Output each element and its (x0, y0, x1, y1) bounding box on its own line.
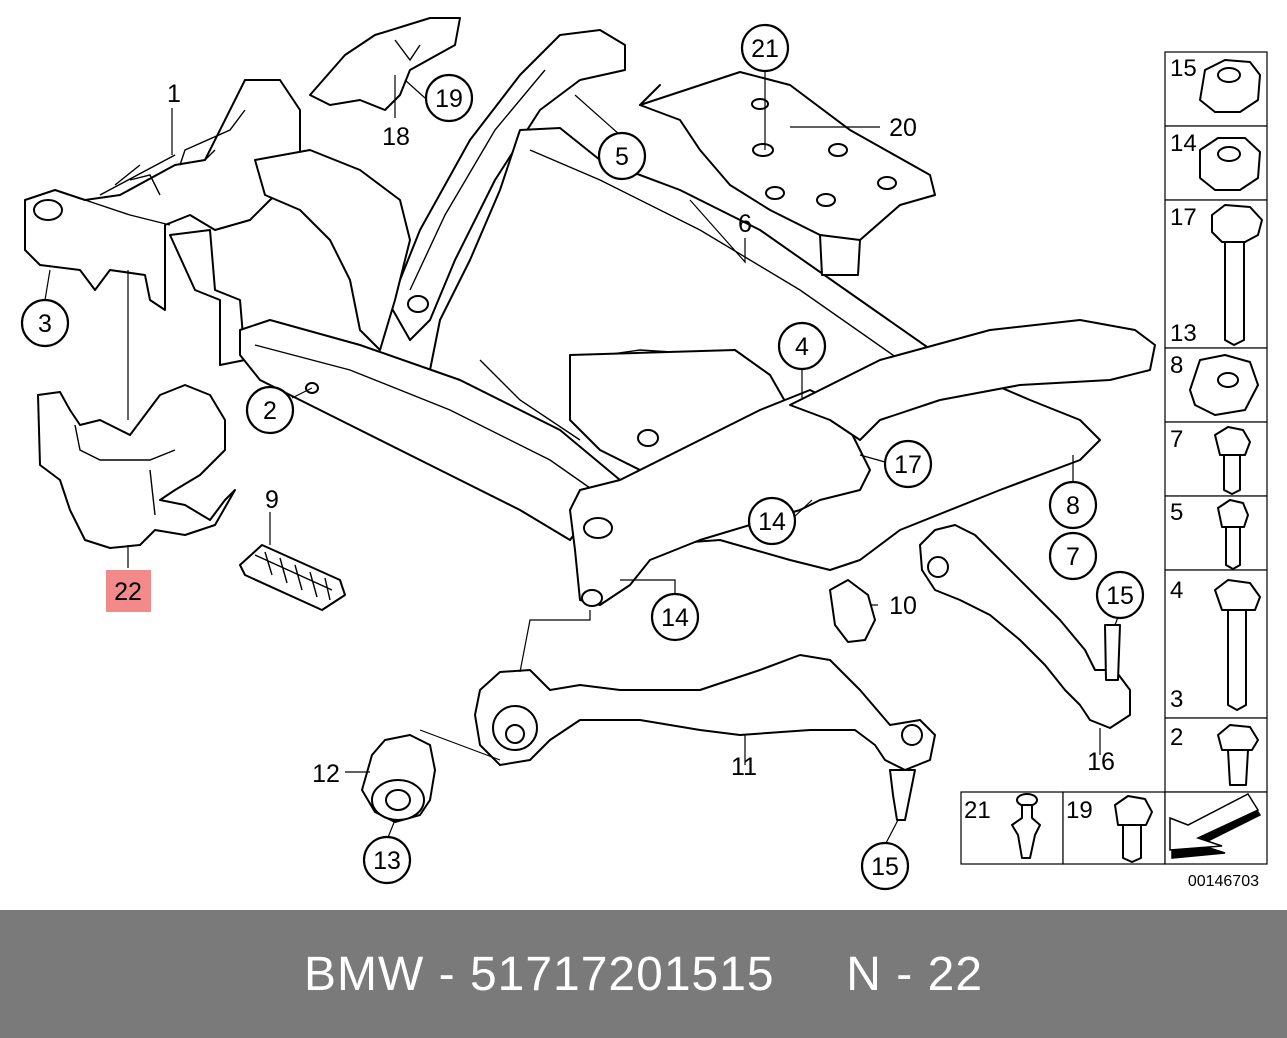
callout-15-right[interactable]: 15 (1095, 570, 1145, 620)
clip-nut-8-drawing (1189, 354, 1259, 416)
footer-brand: BMW (303, 947, 425, 1001)
part-6-frame (429, 127, 1101, 571)
part-1-bracket (24, 79, 301, 366)
fastener-num-3: 3 (1170, 686, 1183, 713)
label-18[interactable]: 18 (382, 123, 410, 151)
callout-21-top[interactable]: 21 (740, 23, 790, 73)
fastener-num-5: 5 (1170, 499, 1183, 526)
label-12[interactable]: 12 (312, 760, 340, 788)
label-11[interactable]: 11 (731, 753, 757, 781)
fastener-num-8: 8 (1170, 352, 1183, 379)
rivet-21-drawing (1011, 793, 1041, 859)
fastener-num-4: 4 (1170, 577, 1183, 604)
svg-text:19: 19 (435, 85, 463, 113)
svg-text:3: 3 (38, 310, 52, 338)
callout-8[interactable]: 8 (1048, 480, 1098, 530)
nut-15-drawing (1199, 59, 1261, 113)
fastener-num-17: 17 (1170, 204, 1197, 231)
part-10-pad (829, 579, 876, 643)
part-18-bracket (309, 17, 461, 111)
fastener-num-14: 14 (1170, 130, 1197, 157)
leader-lines (44, 72, 1121, 846)
label-16[interactable]: 16 (1087, 748, 1115, 776)
highlight-box (106, 570, 151, 612)
direction-arrow-icon (1169, 793, 1262, 859)
svg-text:7: 7 (1066, 543, 1080, 571)
highlighted-part-22[interactable]: 22 (106, 570, 151, 612)
fastener-num-21: 21 (964, 797, 991, 824)
part-12-bushing (361, 734, 436, 823)
svg-text:13: 13 (373, 847, 401, 875)
part-4-arm (569, 319, 1156, 607)
label-10[interactable]: 10 (889, 592, 917, 620)
label-1[interactable]: 1 (167, 80, 181, 108)
front-axle-carrier-diagram: 21 19 5 3 2 4 17 8 7 14 14 15 (20, 17, 1268, 891)
bolt-4-drawing (1214, 579, 1261, 711)
fastener-num-19: 19 (1066, 797, 1093, 824)
part-5-crossmember (254, 29, 626, 351)
label-20[interactable]: 20 (889, 114, 917, 142)
label-9[interactable]: 9 (265, 486, 279, 514)
footer-gap (775, 947, 847, 1002)
callout-13[interactable]: 13 (362, 835, 412, 885)
footer-position: N - 22 (846, 947, 984, 1001)
bolt-7-drawing (1214, 426, 1251, 495)
footer-separator: - (424, 947, 470, 1001)
callout-14-right[interactable]: 14 (747, 496, 797, 546)
callout-15-bottom[interactable]: 15 (860, 841, 910, 891)
callout-7[interactable]: 7 (1048, 531, 1098, 581)
bolt-17-drawing (1211, 204, 1263, 346)
svg-text:2: 2 (263, 397, 277, 425)
svg-text:15: 15 (871, 853, 899, 881)
nut-14-drawing (1199, 137, 1261, 191)
part-16-strut (919, 524, 1131, 729)
callout-2[interactable]: 2 (245, 385, 295, 435)
svg-text:8: 8 (1066, 492, 1080, 520)
callout-3[interactable]: 3 (20, 298, 70, 348)
svg-text:17: 17 (894, 451, 922, 479)
fastener-num-15: 15 (1170, 55, 1197, 82)
svg-text:15: 15 (1106, 582, 1134, 610)
fastener-num-2: 2 (1170, 724, 1183, 751)
fastener-num-13: 13 (1170, 320, 1197, 347)
callout-4[interactable]: 4 (777, 321, 827, 371)
bolt-19-drawing (1114, 795, 1153, 863)
svg-text:4: 4 (795, 333, 809, 361)
part-11-control-arm (474, 654, 936, 821)
label-6[interactable]: 6 (738, 210, 752, 238)
fastener-num-7: 7 (1170, 426, 1183, 453)
svg-text:22: 22 (114, 578, 142, 606)
svg-text:21: 21 (751, 35, 779, 63)
footer-part-number: 51717201515 (469, 947, 775, 1001)
callout-17[interactable]: 17 (883, 439, 933, 489)
part-20-plate (639, 71, 936, 276)
drawing-number: 00146703 (1188, 873, 1259, 890)
svg-text:14: 14 (661, 604, 689, 632)
fastener-panel: 15 14 17 13 8 7 5 4 3 2 21 19 (960, 51, 1268, 865)
part-22-shield (37, 384, 236, 549)
svg-text:14: 14 (758, 508, 786, 536)
part-info-banner: BMW - 51717201515 N - 22 (0, 910, 1287, 1038)
callout-14-center[interactable]: 14 (650, 592, 700, 642)
bolt-5-drawing (1217, 499, 1249, 570)
callout-5[interactable]: 5 (597, 131, 647, 181)
callout-19-top[interactable]: 19 (424, 73, 474, 123)
svg-text:5: 5 (615, 143, 629, 171)
bolt-2-drawing (1217, 724, 1259, 786)
part-9-pad (239, 544, 346, 611)
